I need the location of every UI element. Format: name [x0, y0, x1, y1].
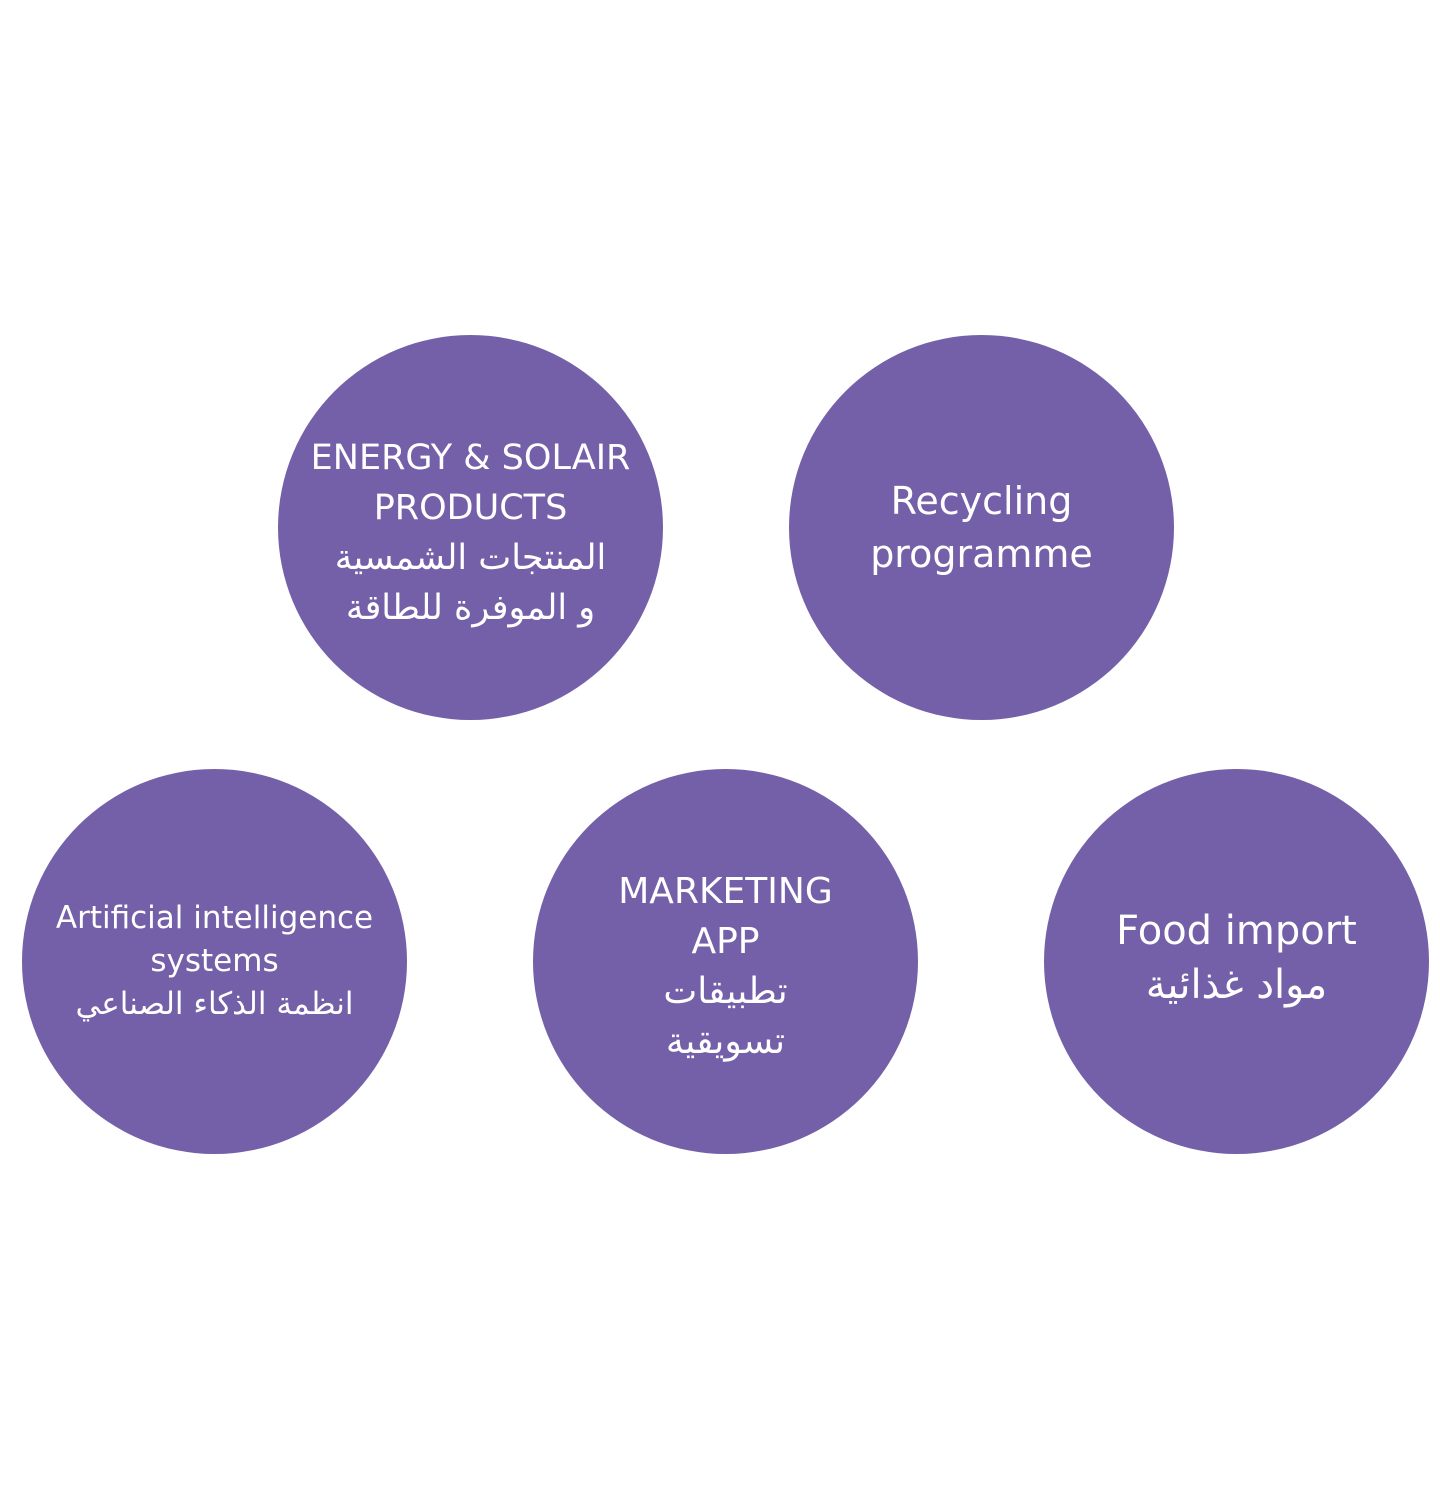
circle-marketing-app: MARKETING APP تطبيقات تسويقية	[533, 769, 918, 1154]
circle-label-line: Recycling	[890, 478, 1073, 523]
circle-label-line: MARKETING	[618, 870, 833, 912]
circle-label-line-arabic: مواد غذائية	[1145, 961, 1328, 1008]
circle-recycling-programme: Recycling programme	[789, 335, 1174, 720]
circle-food-import: Food import مواد غذائية	[1044, 769, 1429, 1154]
circle-label-line: programme	[870, 531, 1093, 576]
circle-label-line-arabic: المنتجات الشمسية	[334, 537, 607, 578]
circle-label-line: PRODUCTS	[373, 487, 568, 528]
circle-label-line-arabic: تطبيقات	[663, 970, 788, 1012]
circle-artificial-intelligence: Artificial intelligence systems انظمة ال…	[22, 769, 407, 1154]
circle-label-line-arabic: تسويقية	[665, 1020, 786, 1062]
circle-label-line: Food import	[1116, 907, 1357, 954]
circle-label-line: Artificial intelligence	[55, 900, 374, 936]
circle-label-line: ENERGY & SOLAIR	[310, 437, 631, 478]
circle-label-line-arabic: انظمة الذكاء الصناعي	[75, 986, 354, 1022]
circle-label-line-arabic: و الموفرة للطاقة	[345, 587, 596, 628]
circle-energy-solar-products: ENERGY & SOLAIR PRODUCTS المنتجات الشمسي…	[278, 335, 663, 720]
circle-label-line: APP	[691, 920, 760, 962]
circle-label-line: systems	[150, 943, 279, 979]
